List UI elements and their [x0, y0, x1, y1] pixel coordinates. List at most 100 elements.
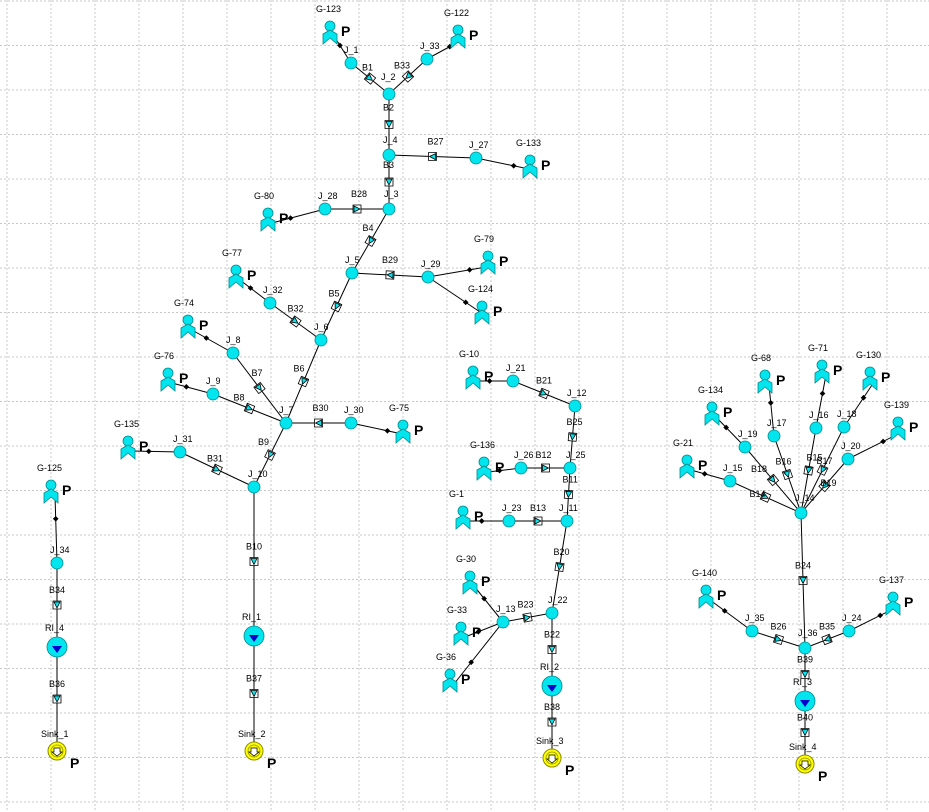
pipe-link[interactable]: B26 — [751, 622, 806, 649]
node-junction[interactable]: J_29 — [421, 259, 441, 284]
node-supply[interactable]: PG-136 — [470, 440, 504, 481]
node-junction[interactable]: J_26 — [514, 450, 534, 475]
pipe-link[interactable]: B21 — [512, 376, 576, 407]
node-junction[interactable]: J_15 — [723, 463, 743, 488]
pipe-link[interactable]: B6 — [285, 339, 322, 424]
pipe-link[interactable]: B3 — [383, 155, 394, 209]
node-junction[interactable]: J_27 — [469, 140, 489, 165]
pipe-link[interactable]: B30 — [286, 403, 351, 428]
node-junction[interactable]: J_11 — [559, 503, 578, 528]
node-junction[interactable]: J_5 — [345, 255, 360, 280]
node-junction[interactable]: J_20 — [841, 441, 861, 466]
pipe-link[interactable]: B22 — [544, 613, 560, 686]
node-reservoir[interactable]: RI_1 — [242, 612, 265, 647]
node-supply[interactable]: PG-77 — [222, 248, 256, 289]
node-junction[interactable]: J_31 — [173, 434, 193, 459]
node-junction[interactable]: J_35 — [745, 613, 765, 638]
node-reservoir[interactable]: RI_2 — [540, 662, 563, 697]
pipe-link[interactable]: B34 — [49, 563, 65, 647]
pipe-link[interactable]: B14 — [729, 480, 802, 514]
node-supply[interactable]: PG-76 — [154, 351, 188, 392]
node-supply[interactable]: PG-125 — [37, 463, 71, 504]
node-supply[interactable]: PG-74 — [174, 298, 208, 339]
node-junction[interactable]: J_8 — [226, 335, 241, 360]
node-junction[interactable]: J_33 — [420, 41, 440, 66]
node-supply[interactable]: PG-21 — [673, 438, 707, 479]
pipe-link[interactable]: B27 — [388, 137, 477, 162]
node-junction[interactable]: J_36 — [798, 628, 818, 655]
pipe-link[interactable]: B24 — [795, 512, 811, 649]
node-junction[interactable]: J_14 — [794, 493, 815, 520]
node-junction[interactable]: J_34 — [50, 545, 70, 570]
pipe-link[interactable]: B11 — [563, 467, 578, 522]
node-supply[interactable]: PG-135 — [114, 419, 148, 460]
node-supply[interactable]: PG-124 — [468, 284, 502, 325]
node-supply[interactable]: PG-30 — [456, 554, 490, 595]
pipe-link[interactable]: B32 — [269, 302, 322, 341]
node-junction[interactable]: J_6 — [314, 322, 329, 347]
pipe-link[interactable]: B19 — [800, 458, 849, 514]
pipe-link[interactable]: B15 — [800, 427, 823, 514]
node-supply[interactable]: PG-1 — [449, 489, 483, 530]
pipe-link[interactable]: B38 — [544, 686, 560, 758]
pipe-link[interactable]: B33 — [388, 58, 428, 95]
node-junction[interactable]: J_25 — [563, 450, 586, 475]
pipe-link[interactable]: B20 — [551, 520, 570, 614]
node-junction[interactable]: J_1 — [344, 45, 359, 70]
node-junction[interactable]: J_16 — [809, 410, 829, 435]
node-supply[interactable]: PG-80 — [254, 191, 288, 232]
pipe-link[interactable]: B40 — [797, 701, 813, 764]
pipe-link[interactable]: B31 — [179, 451, 255, 488]
node-supply[interactable]: PG-122 — [444, 8, 478, 49]
node-reservoir[interactable]: RI_3 — [793, 677, 816, 712]
node-junction[interactable]: J_30 — [344, 405, 364, 430]
node-reservoir[interactable]: RI_4 — [45, 623, 68, 658]
node-junction[interactable]: J_12 — [567, 388, 587, 413]
pipe-link[interactable]: B9 — [253, 422, 287, 488]
node-junction[interactable]: J_32 — [263, 285, 283, 310]
node-supply[interactable]: PG-79 — [474, 234, 508, 275]
pipe-link[interactable]: B1 — [350, 63, 390, 95]
node-supply[interactable]: PG-137 — [879, 575, 913, 616]
node-supply[interactable]: PG-123 — [316, 4, 350, 45]
node-junction[interactable]: J_22 — [545, 595, 568, 620]
node-junction[interactable]: J_2 — [381, 72, 396, 101]
pipe-link[interactable]: B8 — [212, 393, 287, 424]
node-supply[interactable]: PG-130 — [856, 350, 890, 391]
pipe-link[interactable]: B4 — [351, 208, 390, 274]
node-junction[interactable]: J_7 — [279, 405, 294, 430]
pipe-link[interactable]: B16 — [773, 435, 802, 514]
pipe-link[interactable]: B25 — [567, 405, 583, 469]
pipe-link[interactable]: B12 — [521, 450, 570, 473]
pipe-link[interactable]: B13 — [509, 503, 567, 526]
pipe-link[interactable]: B7 — [232, 352, 287, 424]
node-junction[interactable]: J_9 — [206, 376, 221, 401]
node-junction[interactable]: J_13 — [496, 604, 516, 629]
pipe-link[interactable]: B17 — [800, 426, 845, 514]
node-junction[interactable]: J_28 — [318, 191, 338, 216]
pipe-link[interactable]: B18 — [744, 446, 802, 514]
pipe-link[interactable]: B28 — [325, 189, 389, 214]
node-supply[interactable]: PG-139 — [884, 400, 918, 441]
node-supply[interactable]: PG-134 — [698, 385, 732, 426]
pipe-link[interactable]: B23 — [502, 600, 553, 623]
node-supply[interactable]: PG-10 — [459, 349, 493, 390]
node-junction[interactable]: J_18 — [837, 409, 857, 434]
node-junction[interactable]: J_21 — [506, 363, 526, 388]
node-supply[interactable]: PG-140 — [692, 568, 726, 609]
node-supply[interactable]: PG-71 — [808, 343, 842, 384]
pipe-link[interactable]: B10 — [246, 487, 262, 636]
node-junction[interactable]: J_3 — [382, 189, 399, 216]
node-supply[interactable]: PG-133 — [516, 138, 550, 179]
node-junction[interactable]: J_23 — [502, 503, 522, 528]
node-junction[interactable]: J_10 — [247, 469, 268, 494]
node-supply[interactable]: PG-68 — [751, 353, 785, 394]
pipe-link[interactable]: B35 — [804, 622, 850, 649]
pipe-link[interactable]: B2 — [383, 94, 394, 155]
pipe-link[interactable]: B36 — [49, 647, 65, 751]
pipe-link[interactable]: B37 — [246, 636, 262, 751]
